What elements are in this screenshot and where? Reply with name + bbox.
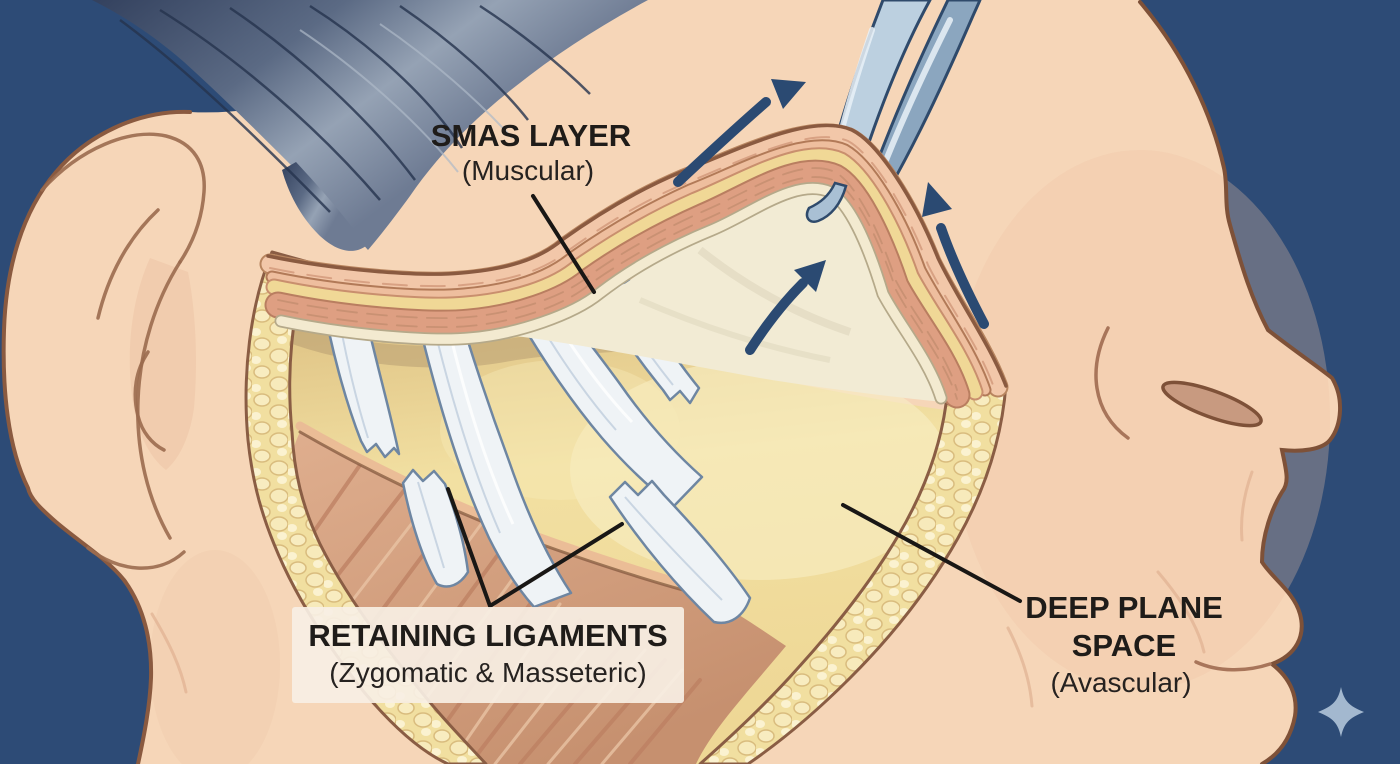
flap-underside-shading <box>697 246 852 336</box>
ligament-intact-1 <box>410 290 573 609</box>
mouth-line <box>1194 660 1272 672</box>
ligaments-leader-lines <box>446 487 624 610</box>
sparkle-icon <box>1318 687 1364 737</box>
cheek-shading <box>950 150 1330 690</box>
smas-flap <box>268 125 1006 402</box>
lift-arrows <box>673 79 989 355</box>
ligaments-label-box <box>292 607 684 703</box>
ear-neck-outline <box>1 109 192 764</box>
nose <box>1094 326 1263 542</box>
deep-plane-label-line3: (Avascular) <box>1050 667 1191 698</box>
smas-label-line2: (Muscular) <box>462 155 594 186</box>
deep-plane-label-line2: SPACE <box>1072 628 1177 663</box>
ligament-stump-2 <box>608 479 752 625</box>
label-smas: SMAS LAYER (Muscular) <box>431 118 631 294</box>
neck-shading <box>150 550 280 764</box>
philtrum-crease <box>1240 470 1254 542</box>
lift-arrow-flap <box>745 278 808 355</box>
neck-crease <box>150 612 188 694</box>
label-retaining-ligaments: RETAINING LIGAMENTS (Zygomatic & Massete… <box>292 487 684 703</box>
smas-leader-line <box>531 194 596 294</box>
smas-label-line1: SMAS LAYER <box>431 118 631 153</box>
hair <box>92 0 648 251</box>
label-deep-plane: DEEP PLANE SPACE (Avascular) <box>841 503 1223 698</box>
lift-arrow-right <box>936 223 989 329</box>
ligaments-label-line2: (Zygomatic & Masseteric) <box>329 657 646 688</box>
deep-plane-label-line1: DEEP PLANE <box>1025 590 1223 625</box>
forceps-tip <box>805 181 848 223</box>
nostril <box>1161 380 1263 428</box>
profile-outline <box>1138 0 1343 764</box>
ear <box>40 132 206 570</box>
deep-plane-leader-line <box>841 503 1022 603</box>
ligaments-label-line1: RETAINING LIGAMENTS <box>308 618 667 653</box>
nasolabial-crease <box>1156 570 1206 654</box>
chin-crease <box>1006 626 1034 708</box>
alar-crease <box>1094 326 1130 440</box>
concha-shading <box>129 258 196 470</box>
lift-arrow-left <box>673 97 771 187</box>
flap-shadow <box>283 322 660 368</box>
